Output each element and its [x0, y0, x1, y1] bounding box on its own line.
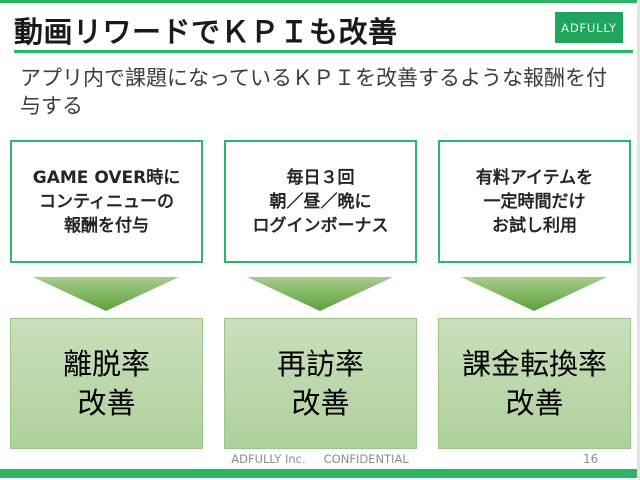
- footer-company: ADFULLY Inc.: [231, 452, 306, 466]
- cause-line: 朝／昼／晩に: [269, 191, 372, 212]
- effect-line: 改善: [291, 385, 350, 420]
- slide-title: 動画リワードでＫＰＩも改善: [14, 15, 398, 49]
- down-arrow-icon: [247, 277, 393, 311]
- cause-line: コンティニューの: [39, 191, 174, 212]
- effect-line: 改善: [505, 385, 564, 420]
- cause-line: 毎日３回: [286, 167, 355, 188]
- cause-box-login-bonus: 毎日３回 朝／昼／晩に ログインボーナス: [224, 140, 417, 263]
- cause-line: 一定時間だけ: [483, 191, 586, 212]
- down-arrow-icon: [33, 277, 179, 311]
- down-arrow-icon: [461, 277, 607, 311]
- cause-line: GAME OVER時に: [32, 167, 181, 188]
- cause-box-game-over: GAME OVER時に コンティニューの 報酬を付与: [10, 140, 203, 263]
- effect-box-churn: 離脱率 改善: [10, 318, 203, 449]
- cause-line: 報酬を付与: [64, 215, 149, 236]
- effect-line: 課金転換率: [461, 346, 607, 381]
- slide-subtitle: アプリ内で課題になっているＫＰＩを改善するような報酬を付与する: [20, 66, 607, 118]
- cause-line: お試し利用: [492, 215, 577, 236]
- slide-footer: ADFULLY Inc. CONFIDENTIAL: [0, 452, 640, 466]
- effect-line: 再訪率: [276, 346, 364, 381]
- cause-line: 有料アイテムを: [475, 167, 594, 188]
- title-underline: [14, 50, 633, 53]
- effect-box-conversion: 課金転換率 改善: [438, 318, 631, 449]
- top-accent-bar: [0, 0, 637, 3]
- effect-box-revisit: 再訪率 改善: [224, 318, 417, 449]
- slide-right-edge: [637, 0, 640, 480]
- cause-line: ログインボーナス: [252, 215, 389, 236]
- adfully-logo: ADFULLY: [555, 12, 623, 43]
- effect-line: 改善: [77, 385, 136, 420]
- cause-box-paid-item-trial: 有料アイテムを 一定時間だけ お試し利用: [438, 140, 631, 263]
- effect-line: 離脱率: [62, 346, 150, 381]
- page-number: 16: [583, 452, 599, 466]
- adfully-logo-text: ADFULLY: [561, 20, 617, 35]
- bottom-accent-bar: [0, 469, 637, 478]
- footer-confidential: CONFIDENTIAL: [323, 452, 409, 466]
